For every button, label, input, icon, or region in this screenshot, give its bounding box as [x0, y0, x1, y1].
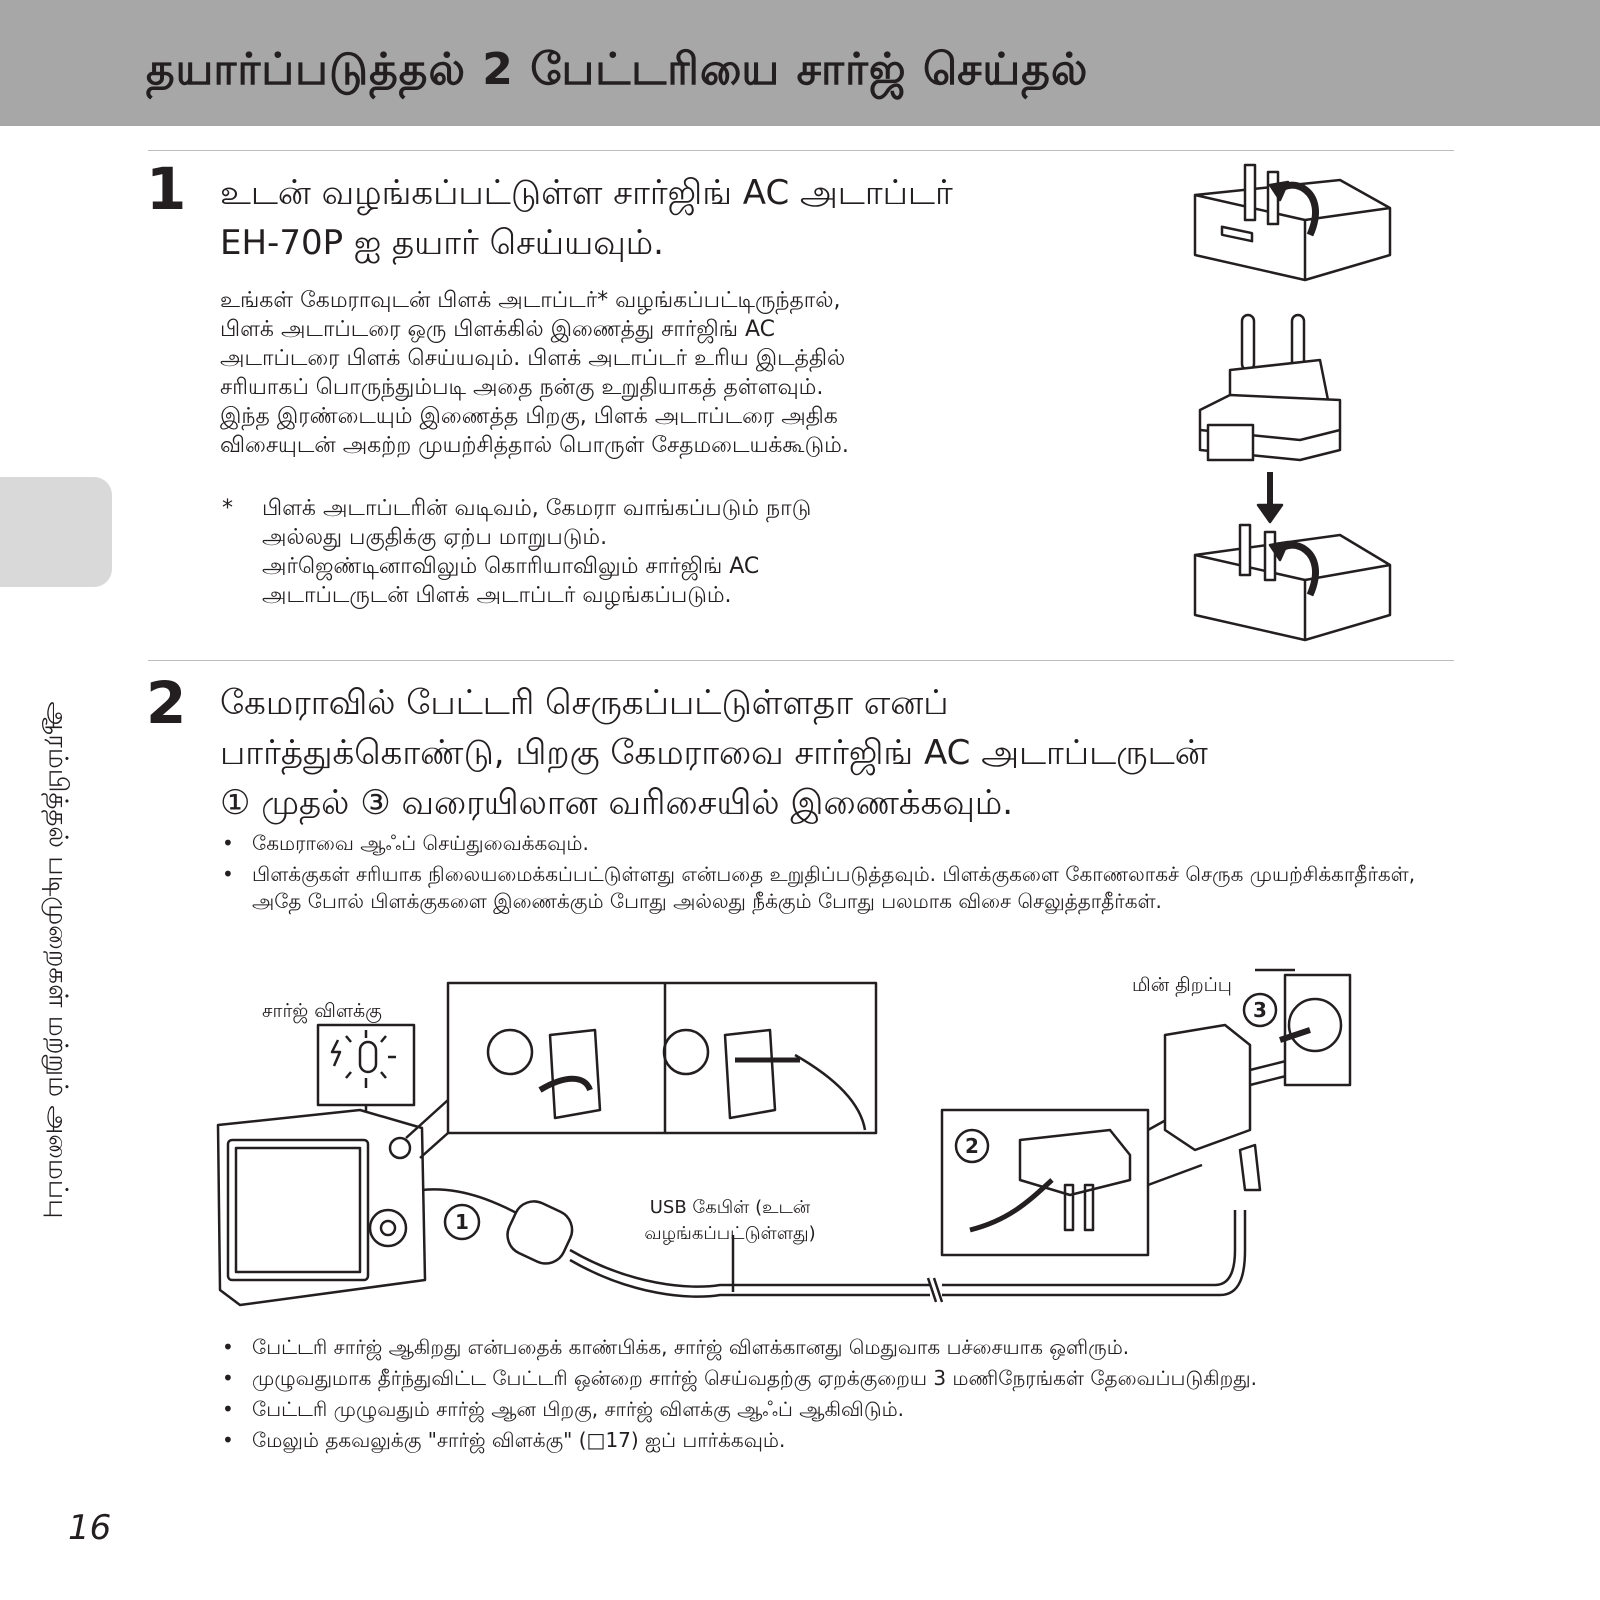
- heading-line: பார்த்துக்கொண்டு, பிறகு கேமராவை சார்ஜிங்…: [220, 733, 1208, 773]
- step-number: 2: [146, 669, 187, 737]
- step-number: 1: [146, 155, 187, 223]
- step-heading: கேமராவில் பேட்டரி செருகப்பட்டுள்ளதா எனப்…: [220, 678, 1208, 828]
- list-item: மேலும் தகவலுக்கு "சார்ஜ் விளக்கு" (□17) …: [218, 1427, 1448, 1454]
- body-line: அடாப்டரை பிளக் செய்யவும். பிளக் அடாப்டர்…: [220, 346, 846, 371]
- footnote-line: பிளக் அடாப்டரின் வடிவம், கேமரா வாங்கப்பட…: [262, 496, 812, 521]
- marker-2: 2: [965, 1134, 979, 1158]
- heading-line: கேமராவில் பேட்டரி செருகப்பட்டுள்ளதா எனப்: [220, 683, 949, 723]
- page-title: தயார்ப்படுத்தல் 2 பேட்டரியை சார்ஜ் செய்த…: [146, 44, 1089, 95]
- footnote-mark: *: [222, 496, 233, 521]
- list-item: பிளக்குகள் சரியாக நிலையமைக்கப்பட்டுள்ளது…: [218, 861, 1418, 915]
- body-line: விசையுடன் அகற்ற முயற்சித்தால் பொருள் சேத…: [220, 433, 849, 458]
- charge-lamp-label: சார்ஜ் விளக்கு: [262, 1000, 382, 1022]
- list-item: பேட்டரி சார்ஜ் ஆகிறது என்பதைக் காண்பிக்க…: [218, 1334, 1448, 1361]
- body-line: பிளக் அடாப்டரை ஒரு பிளக்கில் இணைத்து சார…: [220, 317, 776, 342]
- footnote-line: அல்லது பகுதிக்கு ஏற்ப மாறுபடும்.: [262, 525, 608, 550]
- cable-label-line: USB கேபிள் (உடன்: [649, 1197, 811, 1218]
- heading-line: ① முதல் ③ வரையிலான வரிசையில் இணைக்கவும்.: [220, 783, 1014, 823]
- charging-connection-diagram: 1 2 3: [216, 968, 1352, 1307]
- marker-1: 1: [455, 1210, 469, 1234]
- header-bar: தயார்ப்படுத்தல் 2 பேட்டரியை சார்ஜ் செய்த…: [0, 0, 1600, 126]
- bullet-list: கேமராவை ஆஃப் செய்துவைக்கவும். பிளக்குகள்…: [218, 830, 1418, 919]
- step-body: உங்கள் கேமராவுடன் பிளக் அடாப்டர்* வழங்கப…: [220, 286, 849, 460]
- body-line: உங்கள் கேமராவுடன் பிளக் அடாப்டர்* வழங்கப…: [220, 288, 841, 313]
- heading-line: EH-70P ஐ தயார் செய்யவும்.: [220, 223, 664, 263]
- list-item: கேமராவை ஆஃப் செய்துவைக்கவும்.: [218, 830, 1418, 857]
- plug-adapter-illustration: [1193, 163, 1392, 642]
- cable-label-line: வழங்கப்பட்டுள்ளது): [644, 1223, 816, 1244]
- footnote-line: அடாப்டருடன் பிளக் அடாப்டர் வழங்கப்படும்.: [262, 583, 732, 608]
- page-number: 16: [68, 1508, 112, 1548]
- side-tab: [0, 477, 112, 587]
- step-heading: உடன் வழங்கப்பட்டுள்ள சார்ஜிங் AC அடாப்டர…: [220, 168, 953, 268]
- list-item: முழுவதுமாக தீர்ந்துவிட்ட பேட்டரி ஒன்றை ச…: [218, 1365, 1448, 1392]
- list-item: பேட்டரி முழுவதும் சார்ஜ் ஆன பிறகு, சார்ஜ…: [218, 1396, 1448, 1423]
- side-section-label: ஆரம்பித்தல் படிமுறைகள் மற்றும் அமைப்பு: [42, 701, 73, 1219]
- bullet-list-after: பேட்டரி சார்ஜ் ஆகிறது என்பதைக் காண்பிக்க…: [218, 1334, 1448, 1458]
- marker-3: 3: [1253, 998, 1267, 1022]
- heading-line: உடன் வழங்கப்பட்டுள்ள சார்ஜிங் AC அடாப்டர…: [220, 173, 953, 213]
- footnote-line: அர்ஜெண்டினாவிலும் கொரியாவிலும் சார்ஜிங் …: [262, 554, 760, 579]
- divider: [148, 660, 1454, 661]
- body-line: இந்த இரண்டையும் இணைத்த பிறகு, பிளக் அடாப…: [220, 404, 838, 429]
- footnote-text: பிளக் அடாப்டரின் வடிவம், கேமரா வாங்கப்பட…: [262, 494, 811, 610]
- divider: [148, 150, 1454, 151]
- usb-cable-label: USB கேபிள் (உடன் வழங்கப்பட்டுள்ளது): [600, 1195, 860, 1247]
- outlet-label: மின் திறப்பு: [1132, 974, 1232, 996]
- body-line: சரியாகப் பொருந்தும்படி அதை நன்கு உறுதியா…: [220, 375, 824, 400]
